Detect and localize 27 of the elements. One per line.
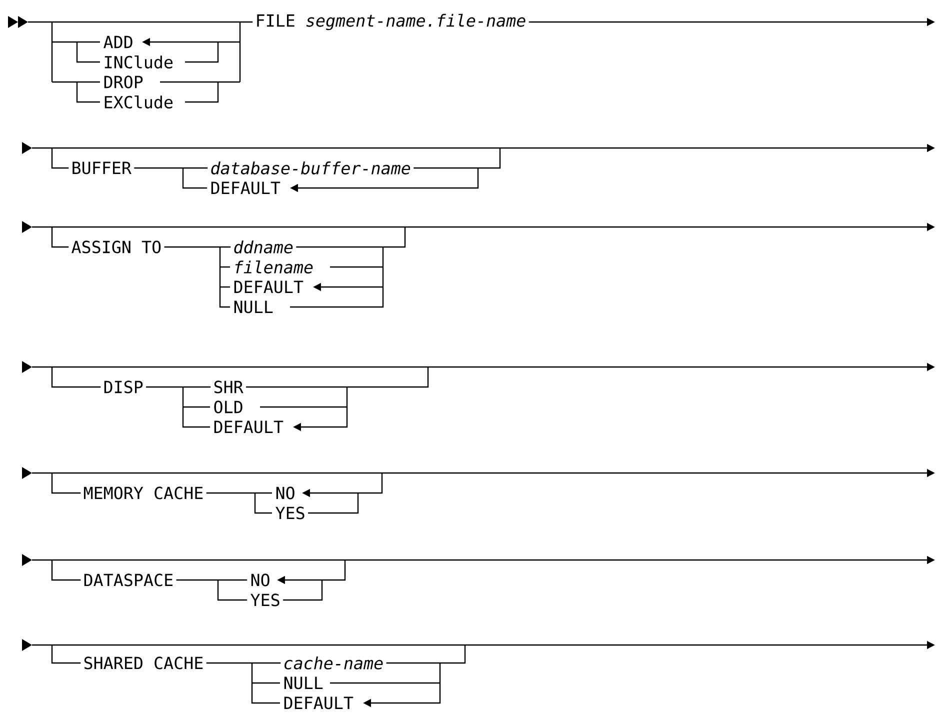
syntax-label: SHARED CACHE: [80, 654, 206, 672]
syntax-label: ddname: [230, 238, 296, 256]
syntax-label: BUFFER: [68, 159, 134, 177]
syntax-label: DROP: [100, 73, 146, 91]
syntax-label: DATASPACE: [80, 571, 176, 589]
syntax-label: DEFAULT: [280, 694, 356, 712]
syntax-label: SHR: [210, 378, 246, 396]
syntax-label: DEFAULT: [208, 179, 284, 197]
syntax-label: cache-name: [280, 654, 386, 672]
syntax-label: YES: [272, 504, 308, 522]
syntax-label: ADD: [100, 33, 136, 51]
syntax-label: DISP: [100, 378, 146, 396]
syntax-label: ASSIGN TO: [68, 238, 164, 256]
syntax-label: FILE segment-name.file-name: [252, 11, 529, 33]
syntax-label: database-buffer-name: [208, 158, 414, 178]
syntax-label: NO: [248, 571, 273, 589]
syntax-label: EXClude: [100, 92, 176, 112]
syntax-label: NO: [272, 484, 298, 502]
syntax-label: INClude: [100, 52, 176, 72]
syntax-label: NULL: [280, 674, 326, 692]
syntax-label: OLD: [210, 398, 246, 416]
syntax-label: YES: [248, 591, 284, 609]
syntax-label: DEFAULT: [230, 278, 306, 296]
syntax-label: MEMORY CACHE: [80, 484, 206, 502]
syntax-label: NULL: [230, 298, 276, 316]
syntax-label: filename: [230, 258, 316, 276]
syntax-label: DEFAULT: [210, 418, 286, 436]
